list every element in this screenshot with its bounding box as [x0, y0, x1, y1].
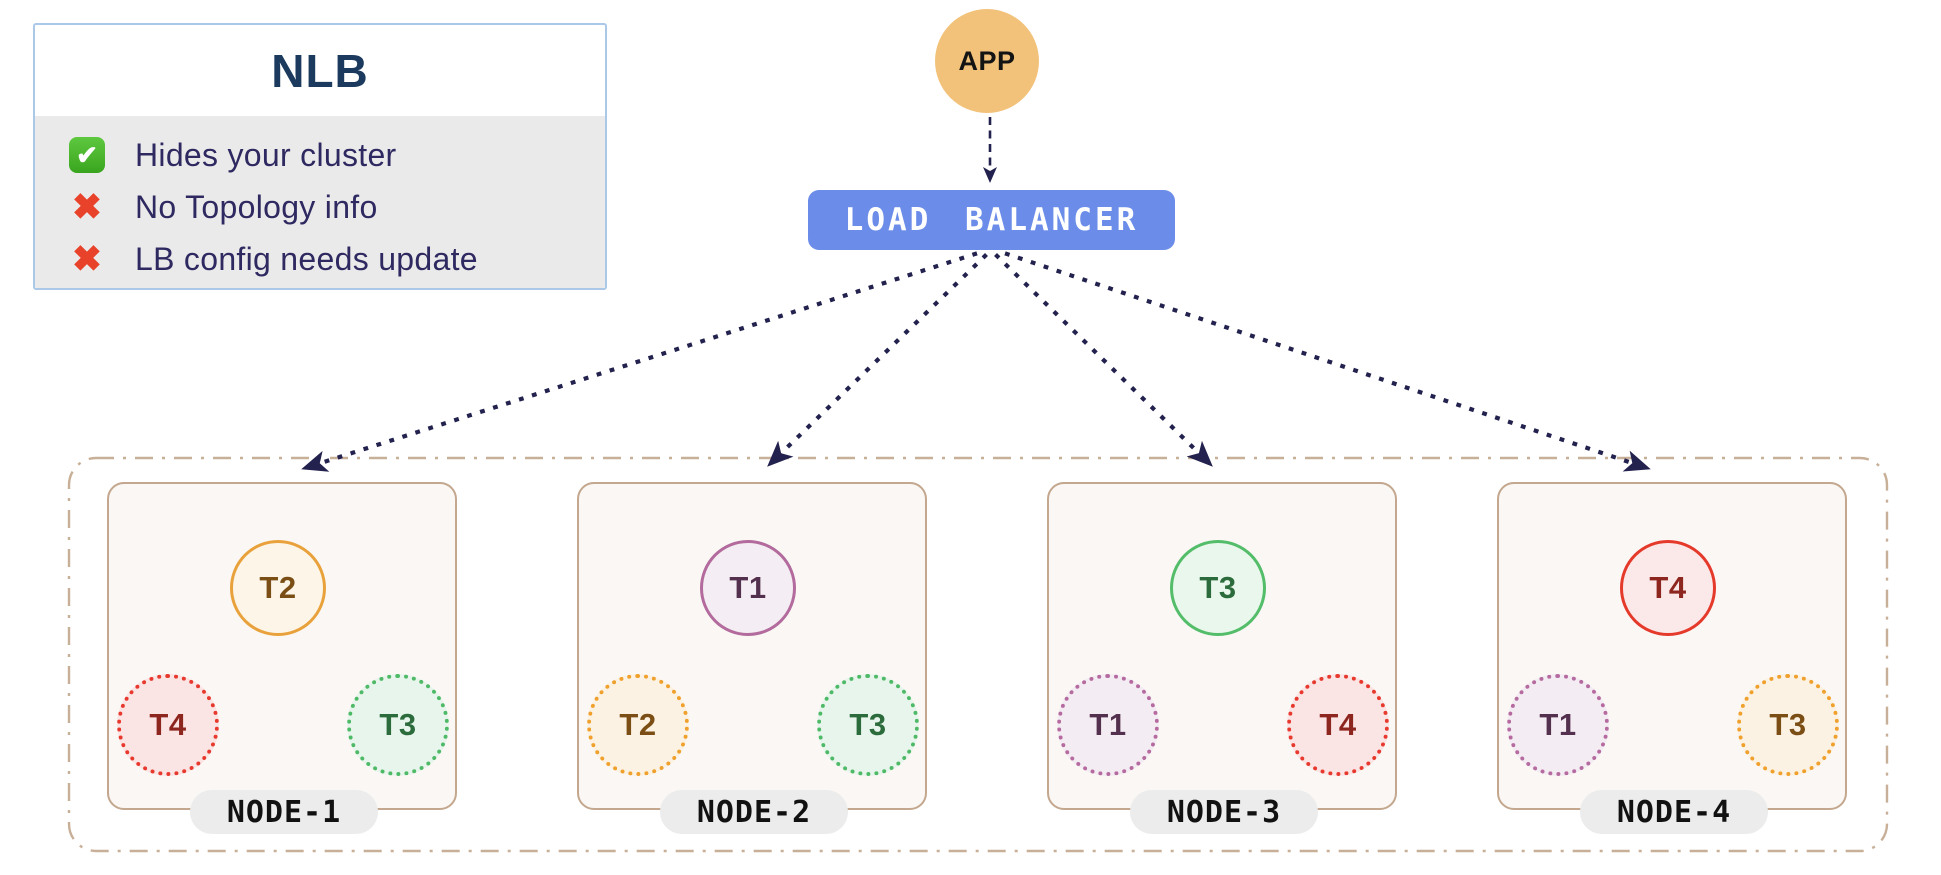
- legend-item-text: LB config needs update: [135, 240, 478, 277]
- task-circle: T2: [230, 540, 326, 636]
- node-label: NODE-3: [1130, 790, 1318, 834]
- node-label: NODE-2: [660, 790, 848, 834]
- task-circle: T4: [117, 674, 219, 776]
- cross-icon: [69, 189, 105, 225]
- node-box-3: T3 T1 T4 NODE-3: [1047, 482, 1397, 834]
- task-circle: T3: [1737, 674, 1839, 776]
- task-circle: T2: [587, 674, 689, 776]
- node-box-1: T2 T4 T3 NODE-1: [107, 482, 457, 834]
- cross-icon: [69, 241, 105, 277]
- task-circle: T3: [817, 674, 919, 776]
- node-label: NODE-4: [1580, 790, 1768, 834]
- task-circle: T4: [1620, 540, 1716, 636]
- node-box-4: T4 T1 T3 NODE-4: [1497, 482, 1847, 834]
- edge-lb-node3: [994, 253, 1213, 467]
- nlb-panel-title: NLB: [271, 44, 369, 97]
- legend-item: LB config needs update: [35, 233, 605, 285]
- task-circle: T4: [1287, 674, 1389, 776]
- nlb-panel-body: Hides your cluster No Topology info LB c…: [35, 116, 605, 288]
- task-circle: T3: [347, 674, 449, 776]
- app-node: APP: [935, 9, 1039, 113]
- legend-item: Hides your cluster: [35, 129, 605, 181]
- task-circle: T3: [1170, 540, 1266, 636]
- node-box-2: T1 T2 T3 NODE-2: [577, 482, 927, 834]
- check-icon: [69, 137, 105, 173]
- task-circle: T1: [1507, 674, 1609, 776]
- edge-lb-node2: [767, 253, 988, 467]
- legend-item-text: No Topology info: [135, 188, 378, 225]
- task-circle: T1: [1057, 674, 1159, 776]
- load-balancer-node: LOAD BALANCER: [808, 190, 1175, 250]
- nlb-panel: NLB Hides your cluster No Topology info …: [33, 23, 607, 290]
- task-circle: T1: [700, 540, 796, 636]
- edge-lb-node4: [1004, 251, 1651, 472]
- legend-item-text: Hides your cluster: [135, 136, 397, 173]
- node-label: NODE-1: [190, 790, 378, 834]
- legend-item: No Topology info: [35, 181, 605, 233]
